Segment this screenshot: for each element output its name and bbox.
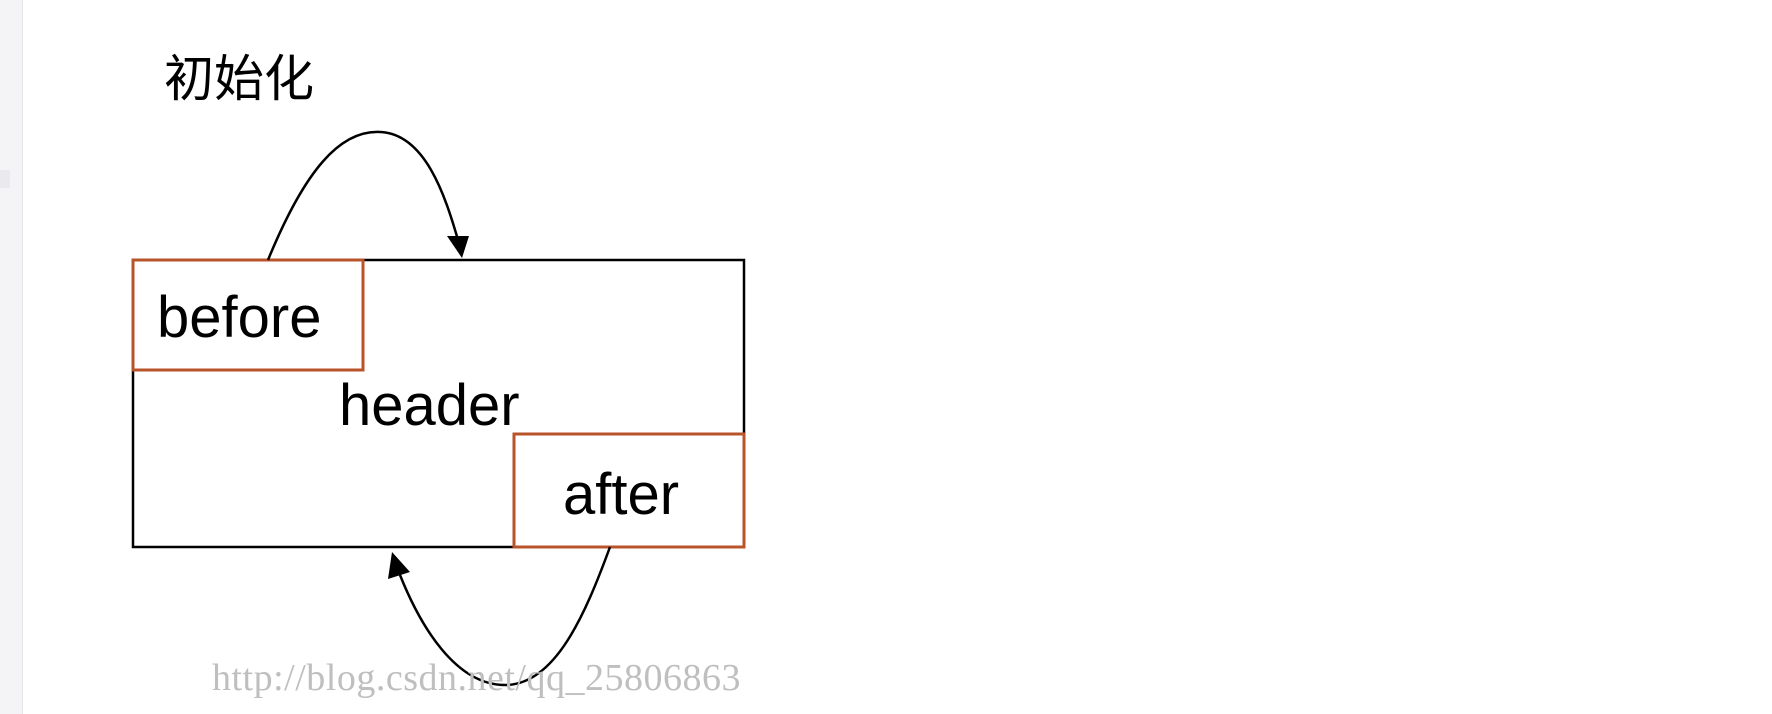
watermark: http://blog.csdn.net/qq_25806863 [212,657,741,699]
sidebar-notch [0,170,10,188]
after-box [512,432,746,549]
diagram-title: 初始化 [164,50,314,108]
bottom-arrowhead [388,552,410,579]
after-label: after [563,462,679,527]
header-box [131,258,746,549]
top-curved-arrow [266,130,460,261]
before-box [131,258,365,372]
left-sidebar-strip [0,0,23,714]
bottom-curved-arrow [398,546,612,687]
before-label: before [157,285,321,350]
header-label: header [339,373,520,438]
top-arrowhead [447,236,469,258]
